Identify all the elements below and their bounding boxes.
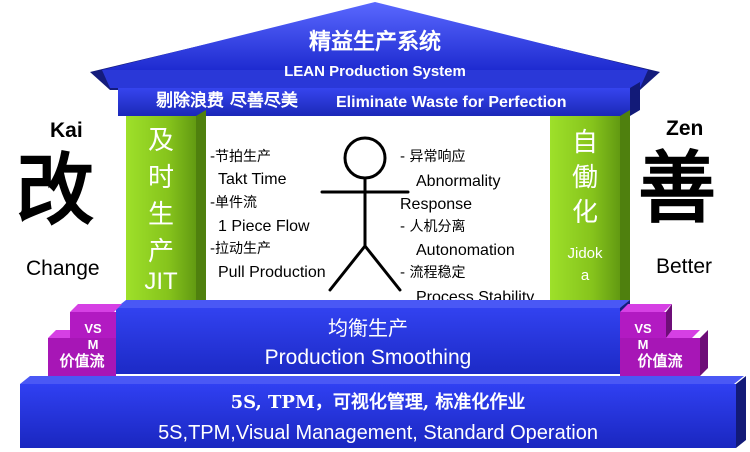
jit-item-3-cn: -拉动生产 [210, 241, 272, 257]
vsm-right-line1: VS [634, 321, 652, 336]
vsm-right-cn: 价值流 [637, 352, 683, 370]
jidoka-item-3-cn: - 流程稳定 [400, 265, 466, 281]
roof-title-cn: 精益生产系统 [308, 30, 441, 55]
vsm-left-line2: M [87, 337, 99, 352]
zen-label: Zen [666, 117, 704, 140]
foundation-cn: 5S, TPM，可视化管理, 标准化作业 [230, 392, 526, 413]
roof-title-en: LEAN Production System [284, 63, 466, 80]
jidoka-item-1-en2: Response [400, 196, 473, 213]
kai-label: Kai [50, 119, 83, 142]
jidoka-label-line1: Jidok [567, 245, 603, 262]
kai-glyph: 改 [16, 145, 95, 236]
vsm-right-steps [620, 304, 708, 376]
jit-char-3: 生 [147, 200, 174, 230]
jidoka-item-2-cn: - 人机分离 [400, 219, 466, 235]
jit-item-2-cn: -单件流 [210, 195, 258, 211]
jit-item-1-cn: -节拍生产 [210, 149, 272, 165]
left-pillar [126, 110, 206, 308]
vsm-right-line2: M [637, 337, 649, 352]
jidoka-item-1-cn: - 异常响应 [400, 149, 466, 165]
beam [118, 82, 640, 116]
foundation-en: 5S,TPM,Visual Management, Standard Opera… [158, 422, 598, 444]
better-label: Better [656, 255, 713, 278]
jidoka-char-2: 働 [571, 163, 598, 193]
smoothing-block [116, 300, 630, 374]
jidoka-item-2-en: Autonomation [416, 242, 515, 259]
smoothing-cn: 均衡生产 [328, 316, 408, 340]
beam-cn: 剔除浪费 尽善尽美 [156, 91, 298, 111]
jidoka-label-line2: a [580, 267, 590, 284]
foundation-block [20, 376, 746, 448]
jit-label: JIT [144, 268, 178, 295]
jit-char-1: 及 [147, 126, 174, 156]
jit-item-1-en: Takt Time [218, 171, 287, 188]
jidoka-item-3-en: Process Stability [416, 289, 535, 301]
stick-figure-icon [320, 136, 410, 292]
roof [90, 2, 660, 90]
center-panel [206, 116, 546, 302]
change-label: Change [26, 257, 100, 280]
jit-item-2-en: 1 Piece Flow [218, 218, 310, 235]
vsm-left-line1: VS [84, 321, 102, 336]
beam-en: Eliminate Waste for Perfection [336, 94, 567, 111]
jit-char-2: 时 [147, 163, 174, 193]
jidoka-item-1-en1: Abnormality [416, 173, 501, 190]
jidoka-list: - 异常响应 Abnormality Response - 人机分离 Auton… [396, 140, 546, 300]
jidoka-char-3: 化 [571, 198, 598, 228]
zen-glyph: 善 [638, 143, 717, 234]
vsm-left-cn: 价值流 [59, 352, 105, 370]
right-pillar [550, 110, 630, 308]
jidoka-char-1: 自 [571, 128, 598, 158]
vsm-left-steps [48, 304, 122, 376]
jit-char-4: 产 [147, 237, 174, 267]
jit-item-3-en: Pull Production [218, 264, 326, 281]
smoothing-en: Production Smoothing [264, 346, 472, 369]
